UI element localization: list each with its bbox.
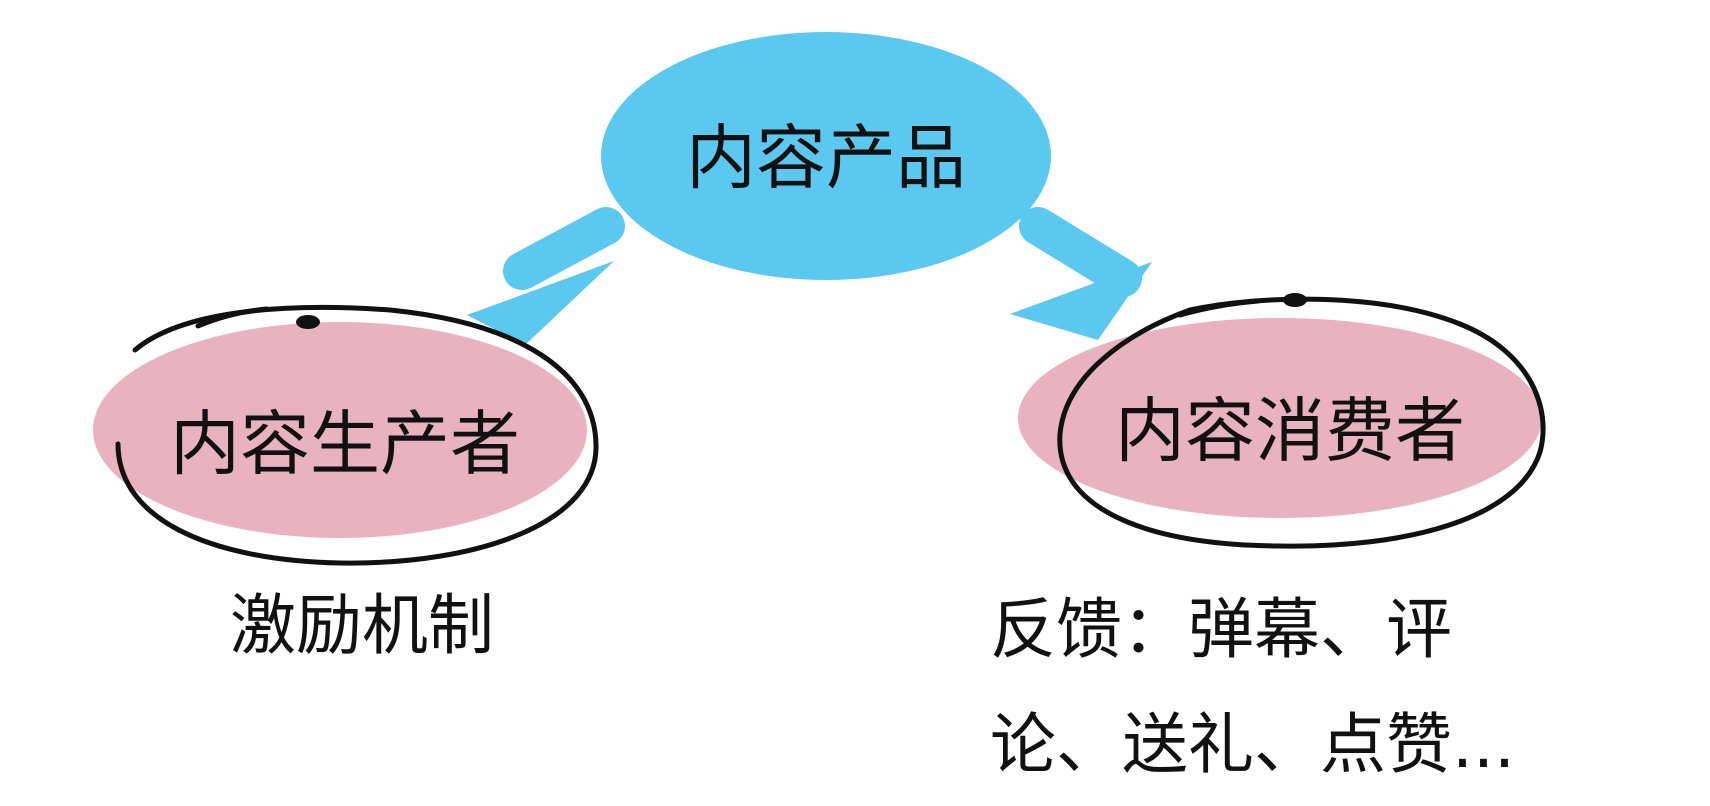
right-node-label: 内容消费者 — [1115, 390, 1465, 472]
right-node-dash — [1177, 298, 1261, 318]
right-node-dot — [1283, 293, 1307, 307]
left-node: 内容生产者 — [93, 304, 599, 566]
top-node-shape — [601, 32, 1051, 280]
right-arrow — [1010, 207, 1152, 340]
right-arrow-head — [1010, 262, 1152, 340]
left-node-fill — [93, 322, 587, 538]
right-arrow-shaft — [1019, 207, 1142, 297]
top-node: 内容产品 — [601, 32, 1051, 280]
left-arrow-shaft — [503, 207, 625, 290]
right-node-outline — [1057, 296, 1546, 549]
right-note-line-1: 反馈：弹幕、评 — [990, 591, 1452, 668]
right-node: 内容消费者 — [1018, 293, 1546, 549]
notes: 激励机制 反馈：弹幕、评 论、送礼、点赞... — [230, 587, 1515, 783]
left-node-dash — [195, 306, 270, 329]
right-note-line-2: 论、送礼、点赞... — [990, 706, 1515, 783]
right-node-fill — [1018, 318, 1542, 518]
left-node-outline — [115, 304, 599, 566]
left-node-label: 内容生产者 — [170, 403, 520, 485]
left-arrow — [467, 207, 625, 345]
left-note: 激励机制 — [230, 587, 494, 664]
top-node-label: 内容产品 — [686, 117, 966, 199]
left-node-dot — [296, 315, 320, 329]
left-arrow-head — [467, 261, 614, 345]
